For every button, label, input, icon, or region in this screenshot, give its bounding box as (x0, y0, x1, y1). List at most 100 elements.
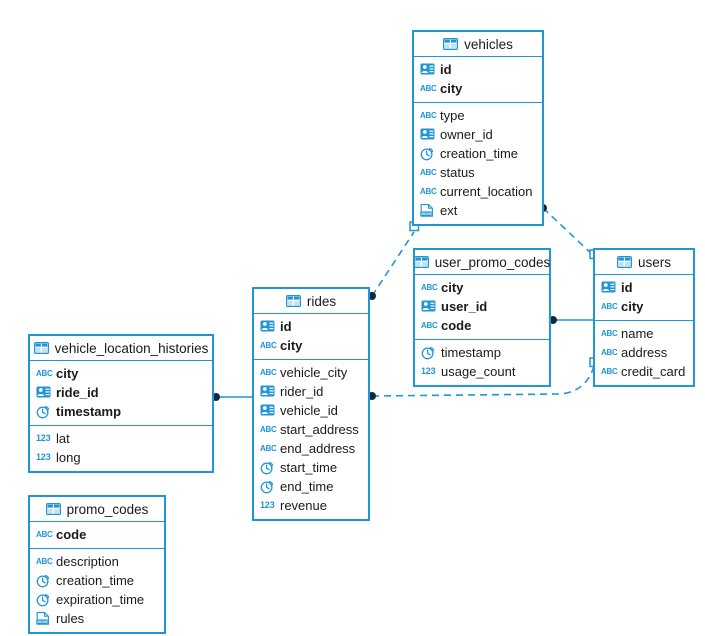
abc-icon: ABC (36, 530, 53, 539)
column-name: expiration_time (56, 592, 145, 607)
primary-key-row[interactable]: user_id (415, 297, 549, 316)
primary-key-row[interactable]: id (254, 317, 368, 336)
column-name: vehicle_id (280, 403, 338, 418)
table-title: users (637, 254, 671, 270)
json-icon: JSON (36, 612, 51, 625)
abc-icon: ABC (420, 111, 437, 120)
abc-icon: ABC (601, 302, 618, 311)
column-row[interactable]: timestamp (415, 343, 549, 362)
column-name: name (621, 326, 654, 341)
key-id-icon (260, 385, 275, 398)
key-id-icon (260, 320, 275, 333)
column-name: creation_time (56, 573, 135, 588)
column-name: vehicle_city (280, 365, 348, 380)
column-name: credit_card (621, 364, 686, 379)
relationship-user-promo-codes-to-users[interactable] (549, 316, 593, 324)
table-header-users[interactable]: users (595, 250, 693, 275)
column-name: start_time (280, 460, 338, 475)
column-row[interactable]: rider_id (254, 382, 368, 401)
table-header-user_promo_codes[interactable]: user_promo_codes (413, 250, 550, 275)
column-row[interactable]: vehicle_id (254, 401, 368, 420)
table-header-promo_codes[interactable]: promo_codes (30, 497, 164, 522)
primary-key-row[interactable]: ride_id (30, 383, 212, 402)
column-name: timestamp (441, 345, 501, 360)
column-name: city (440, 81, 463, 96)
abc-icon: ABC (260, 341, 277, 350)
table-header-vehicle_location_histories[interactable]: vehicle_location_histories (30, 336, 212, 361)
column-name: user_id (441, 299, 488, 314)
table-title: promo_codes (66, 501, 149, 517)
table-title: vehicles (464, 36, 513, 52)
table-header-rides[interactable]: rides (254, 289, 368, 314)
primary-key-row[interactable]: id (414, 60, 542, 79)
column-row[interactable]: creation_time (30, 571, 164, 590)
column-name: current_location (440, 184, 533, 199)
column-row[interactable]: start_time (254, 458, 368, 477)
column-name: description (56, 554, 119, 569)
abc-icon: ABC (420, 187, 437, 196)
column-row[interactable]: end_time (254, 477, 368, 496)
column-row[interactable]: expiration_time (30, 590, 164, 609)
primary-key-row[interactable]: id (595, 278, 693, 297)
table-grid-icon (413, 255, 429, 269)
relationship-vehicle-location-histories-to-rides[interactable] (212, 393, 252, 401)
relationship-rides-to-vehicles[interactable] (368, 221, 420, 300)
column-name: code (56, 527, 87, 542)
clock-icon (36, 405, 51, 419)
abc-icon: ABC (36, 557, 53, 566)
column-name: city (280, 338, 303, 353)
abc-icon: ABC (601, 367, 618, 376)
table-header-vehicles[interactable]: vehicles (414, 32, 542, 57)
number-icon: 123 (421, 366, 436, 376)
column-row[interactable]: creation_time (414, 144, 542, 163)
column-row[interactable]: owner_id (414, 125, 542, 144)
clock-icon (421, 346, 436, 360)
column-name: city (621, 299, 644, 314)
abc-icon: ABC (260, 425, 277, 434)
column-name: end_address (280, 441, 356, 456)
table-title: vehicle_location_histories (54, 340, 209, 356)
clock-icon (420, 147, 435, 161)
column-name: city (56, 366, 79, 381)
abc-icon: ABC (36, 369, 53, 378)
primary-key-row[interactable]: timestamp (30, 402, 212, 421)
column-name: id (621, 280, 633, 295)
